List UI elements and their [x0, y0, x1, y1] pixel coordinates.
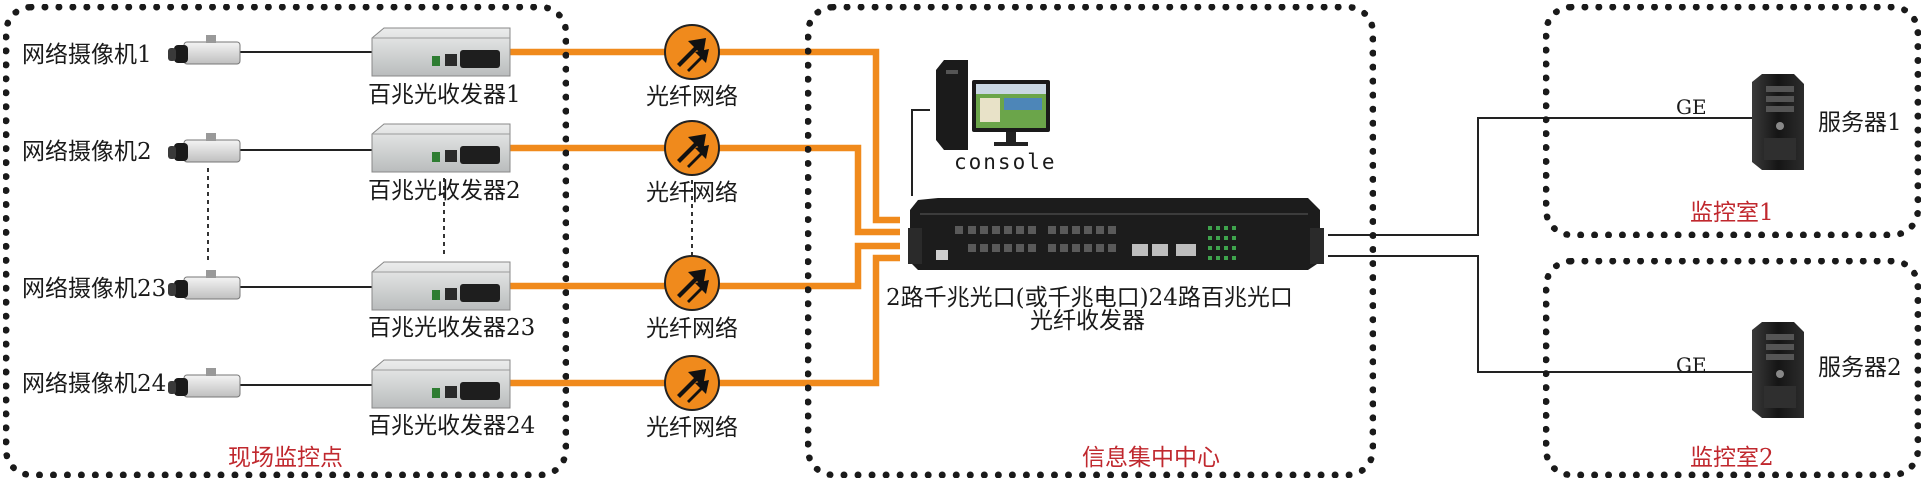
zone-center-label: 信息集中中心	[1082, 445, 1220, 471]
fiber-network-label: 光纤网络	[646, 316, 738, 342]
ellipsis-connectors	[207, 168, 693, 264]
transceiver-label: 百兆光收发器24	[368, 413, 536, 439]
zone-site-label: 现场监控点	[228, 445, 343, 471]
console-cable	[911, 109, 930, 196]
server-icon	[1752, 74, 1804, 170]
zone-center-frame	[805, 4, 1376, 478]
camera-icon	[168, 270, 241, 300]
camera-label: 网络摄像机1	[22, 42, 152, 68]
server-icon	[1752, 322, 1804, 418]
transceiver-icon	[371, 261, 511, 311]
uplink-label: GE	[1676, 95, 1707, 119]
fiber-network-label: 光纤网络	[646, 180, 738, 206]
camera-icon	[168, 35, 241, 65]
camera-icon	[168, 133, 241, 163]
fiber-network-icon	[664, 120, 720, 176]
transceiver-label: 百兆光收发器1	[368, 82, 521, 108]
fiber-network-label: 光纤网络	[646, 415, 738, 441]
transceiver-icon	[371, 27, 511, 77]
zone-site-frame	[3, 4, 569, 478]
fiber-network-icon	[664, 355, 720, 411]
transceiver-icon	[371, 359, 511, 409]
uplink-label: GE	[1676, 353, 1707, 377]
zone-room1-frame	[1543, 4, 1921, 238]
zone-room2-frame	[1543, 258, 1921, 478]
main-device-label-line1: 2路千兆光口(或千兆电口)24路百兆光口	[886, 285, 1293, 311]
main-device-label-line2: 光纤收发器	[1030, 308, 1145, 334]
uplink-cables	[1328, 117, 1752, 373]
console-computer-icon	[936, 60, 1050, 150]
console-label: console	[954, 150, 1057, 174]
transceiver-label: 百兆光收发器2	[368, 178, 521, 204]
main-transceiver-chassis-icon	[908, 198, 1324, 270]
server-label: 服务器1	[1818, 110, 1902, 136]
fiber-network-icon	[664, 24, 720, 80]
server-label: 服务器2	[1818, 355, 1902, 381]
zone-room2-label: 监控室2	[1690, 445, 1774, 471]
fiber-network-label: 光纤网络	[646, 84, 738, 110]
camera-label: 网络摄像机23	[22, 276, 167, 302]
camera-label: 网络摄像机2	[22, 139, 152, 165]
transceiver-label: 百兆光收发器23	[368, 315, 536, 341]
transceiver-icon	[371, 123, 511, 173]
camera-icon	[168, 368, 241, 398]
fiber-network-icon	[664, 255, 720, 311]
camera-cables	[238, 51, 372, 386]
camera-label: 网络摄像机24	[22, 371, 167, 397]
zone-room1-label: 监控室1	[1690, 200, 1774, 226]
